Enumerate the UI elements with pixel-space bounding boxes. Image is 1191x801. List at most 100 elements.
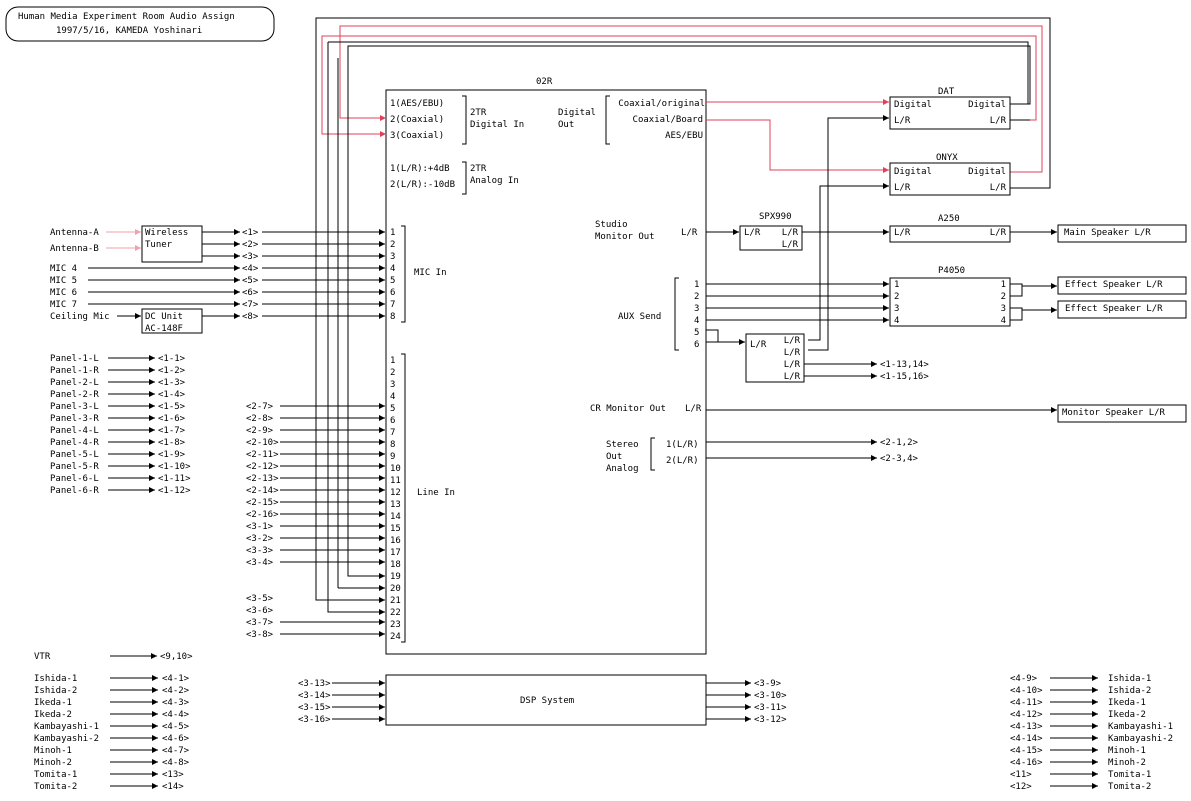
- studio-monitor-lr: L/R: [681, 228, 698, 238]
- personal-in-tag: <4-1>: [162, 674, 190, 684]
- personal-name-right: Ikeda-1: [1108, 698, 1146, 708]
- mic-in-label: MIC In: [414, 268, 447, 278]
- panel-label: Panel-2-L: [50, 378, 99, 388]
- main-speaker-label: Main Speaker L/R: [1064, 228, 1151, 238]
- wireless-out-3: <3>: [242, 252, 259, 262]
- dat-lr-out: L/R: [990, 116, 1007, 126]
- dsp-system: DSP System <3-13><3-14><3-15><3-16><3-9>…: [298, 674, 787, 726]
- stereo-out-label-2: Out: [606, 452, 622, 462]
- analog-in-label-2: Analog In: [470, 176, 519, 186]
- personal-name-right: Minoh-2: [1108, 758, 1146, 768]
- personal-out-tag: <11>: [1010, 770, 1032, 780]
- spx990-lr-out-1: L/R: [782, 228, 799, 238]
- effect-speaker-2-box: [1057, 300, 1187, 319]
- effect-out-tag-2: <1-15,16>: [880, 372, 929, 382]
- line-tag: <2-10>: [246, 438, 279, 448]
- spx990-lr-out-2: L/R: [782, 240, 799, 250]
- panel-tag: <1-9>: [158, 450, 186, 460]
- effect-speaker-2-label: Effect Speaker L/R: [1065, 304, 1163, 314]
- dat-device: DAT Digital Digital L/R L/R: [889, 87, 1011, 130]
- stereo-out-2: 2(L/R): [666, 456, 699, 466]
- line-in-11: 11: [390, 476, 401, 486]
- effect-unit-lr-in: L/R: [750, 340, 767, 350]
- line-in-8: 8: [390, 440, 395, 450]
- dc-unit-label-2: AC-148F: [145, 324, 183, 334]
- personal-in-tag: <4-4>: [162, 710, 190, 720]
- digital-out-label-2: Out: [558, 120, 574, 130]
- effect-unit-lr-out-1: L/R: [784, 336, 801, 346]
- panel-label: Panel-6-L: [50, 474, 99, 484]
- wireless-out-1: <1>: [242, 228, 259, 238]
- personal-name-left: Ishida-1: [34, 674, 77, 684]
- digital-out-3: AES/EBU: [665, 131, 703, 141]
- mixer-02r: 02R 1(AES/EBU) 2(Coaxial) 3(Coaxial) 2TR…: [385, 77, 707, 655]
- a250-lr-in: L/R: [894, 228, 911, 238]
- digital-in-label-2: Digital In: [470, 120, 524, 130]
- p4050-name: P4050: [938, 266, 965, 276]
- panel-tag: <1-6>: [158, 414, 186, 424]
- line-in-10: 10: [390, 464, 401, 474]
- p4050-in-4: 4: [894, 316, 899, 326]
- digital-in-label-1: 2TR: [470, 108, 487, 118]
- spx990-lr-in: L/R: [744, 228, 761, 238]
- wireless-out-2: <2>: [242, 240, 259, 250]
- p4050-in-1: 1: [894, 280, 899, 290]
- line-tag: <2-8>: [246, 414, 274, 424]
- spx990-name: SPX990: [759, 212, 792, 222]
- personal-out-tag: <12>: [1010, 782, 1032, 792]
- line-tag: <3-1>: [246, 522, 274, 532]
- personal-name-left: Kambayashi-2: [34, 734, 99, 744]
- personal-name-left: Ishida-2: [34, 686, 77, 696]
- personal-out-tag: <4-12>: [1010, 710, 1043, 720]
- return-wires: [315, 17, 1051, 615]
- panel-label: Panel-5-R: [50, 462, 99, 472]
- mic-in-wires: [262, 229, 385, 319]
- line-in-18: 18: [390, 560, 401, 570]
- personal-in-tag: <4-8>: [162, 758, 190, 768]
- panel-tag: <1-10>: [158, 462, 191, 472]
- mic-in-5: 5: [390, 276, 395, 286]
- personal-in-tag: <4-5>: [162, 722, 190, 732]
- antenna-a-label: Antenna-A: [50, 228, 99, 238]
- stereo-out-wires: <2-1,2> <2-3,4>: [706, 438, 919, 464]
- line-tag: <2-12>: [246, 462, 279, 472]
- line-tag: <2-14>: [246, 486, 279, 496]
- aux-port-6: 6: [694, 340, 699, 350]
- line-tag-low: <3-5>: [246, 594, 274, 604]
- mic-in-8: 8: [390, 312, 395, 322]
- line-in-22: 22: [390, 608, 401, 618]
- digital-out-label-1: Digital: [558, 108, 596, 118]
- dsp-out-tag: <3-12>: [754, 715, 787, 725]
- ceiling-mic-tag: <8>: [242, 312, 259, 322]
- mic-tag-5: <5>: [242, 276, 259, 286]
- personal-name-left: Ikeda-2: [34, 710, 72, 720]
- aux-port-1: 1: [694, 280, 699, 290]
- effect-speaker-1-label: Effect Speaker L/R: [1065, 280, 1163, 290]
- panel-label: Panel-3-R: [50, 414, 99, 424]
- aux-wires: [706, 281, 889, 345]
- line-in-7: 7: [390, 428, 395, 438]
- monitor-speaker-label: Monitor Speaker L/R: [1062, 408, 1166, 418]
- onyx-lr-out: L/R: [990, 183, 1007, 193]
- mic-label-6: MIC 6: [50, 288, 77, 298]
- p4050-in-2: 2: [894, 292, 899, 302]
- digital-out-2: Coaxial/Board: [633, 115, 703, 125]
- line-tag: <3-4>: [246, 558, 274, 568]
- personal-in-tag: <14>: [162, 782, 184, 792]
- dat-lr-in: L/R: [894, 116, 911, 126]
- cr-monitor-label: CR Monitor Out: [590, 404, 666, 414]
- line-in-19: 19: [390, 572, 401, 582]
- dc-unit-label-1: DC Unit: [145, 312, 183, 322]
- dsp-in-tag: <3-15>: [298, 703, 331, 713]
- title-line-2: 1997/5/16, KAMEDA Yoshinari: [56, 26, 202, 36]
- line-tag: <2-16>: [246, 510, 279, 520]
- personal-name-right: Tomita-1: [1108, 770, 1151, 780]
- digital-out-1: Coaxial/original: [618, 99, 705, 109]
- onyx-digital-in: Digital: [894, 167, 932, 177]
- line-in-label: Line In: [417, 488, 455, 498]
- mic-in-2: 2: [390, 240, 395, 250]
- mixer-name: 02R: [536, 77, 553, 87]
